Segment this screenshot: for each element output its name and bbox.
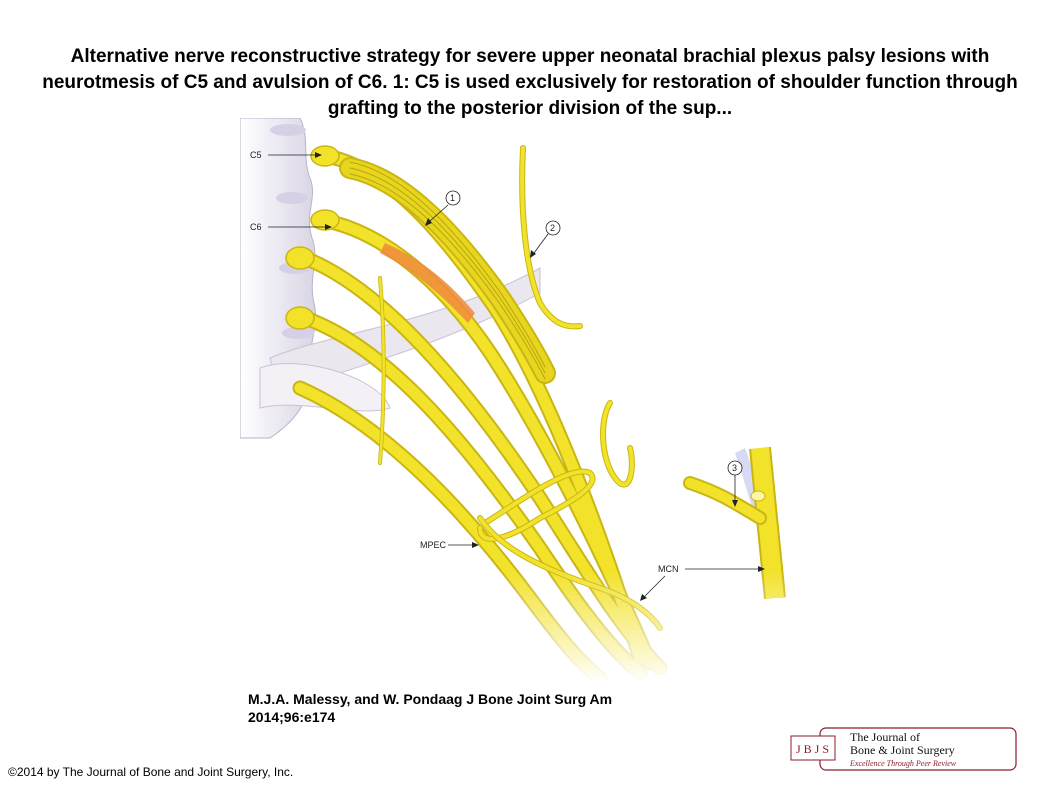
marker-2: 2 (550, 223, 555, 233)
marker-1: 1 (450, 193, 455, 203)
citation-line-2: 2014;96:e174 (248, 709, 336, 725)
copyright-notice: ©2014 by The Journal of Bone and Joint S… (8, 765, 294, 779)
marker-3: 3 (732, 463, 737, 473)
label-mcn: MCN (658, 564, 679, 574)
logo-line-1: The Journal of (850, 730, 920, 744)
label-mpec: MPEC (420, 540, 447, 550)
label-c5: C5 (250, 150, 262, 160)
figure-title: Alternative nerve reconstructive strateg… (42, 46, 1018, 119)
logo-line-2: Bone & Joint Surgery (850, 743, 955, 757)
citation-line-1: M.J.A. Malessy, and W. Pondaag J Bone Jo… (248, 691, 613, 707)
citation: M.J.A. Malessy, and W. Pondaag J Bone Jo… (248, 690, 698, 726)
jbjs-logo: J B J S The Journal of Bone & Joint Surg… (790, 727, 1017, 771)
labels: C5 C6 1 2 3 MPEC MCN (250, 150, 765, 601)
label-c6: C6 (250, 222, 262, 232)
brachial-plexus-illustration: C5 C6 1 2 3 MPEC MCN (240, 118, 810, 683)
logo-badge: J B J S (796, 742, 829, 756)
logo-line-3: Excellence Through Peer Review (849, 759, 957, 768)
